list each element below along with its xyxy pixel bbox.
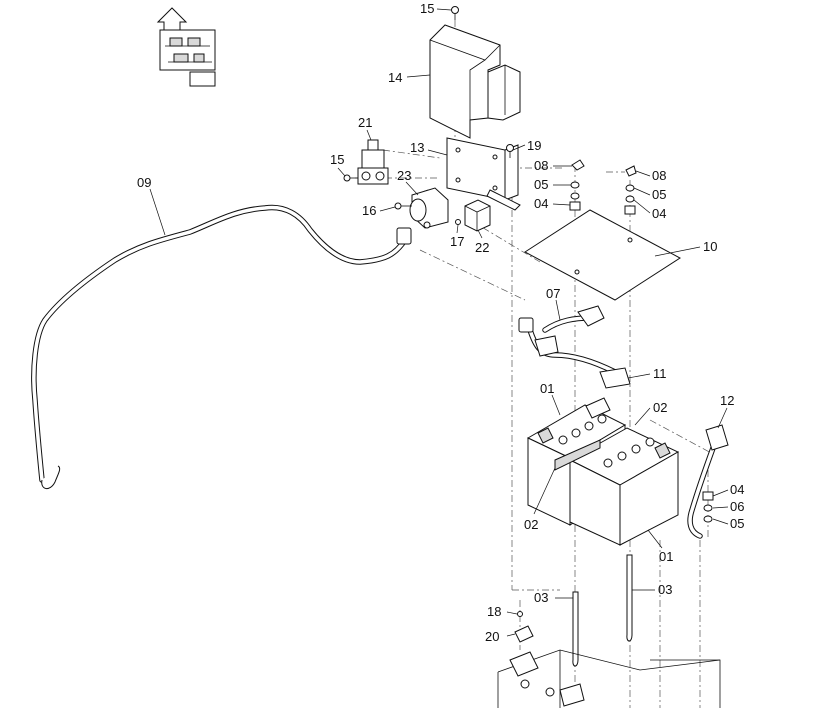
part-03-rod-right bbox=[626, 554, 633, 642]
label-20: 20 bbox=[485, 629, 499, 644]
label-05-upper-right: 05 bbox=[652, 187, 666, 202]
label-08-right: 08 bbox=[652, 168, 666, 183]
part-01-battery-right bbox=[568, 427, 680, 546]
part-callout-labels: 15 14 13 19 21 15 23 16 17 22 09 08 05 0… bbox=[137, 1, 744, 644]
label-18: 18 bbox=[487, 604, 501, 619]
label-04-upper-right: 04 bbox=[652, 206, 666, 221]
label-11: 11 bbox=[653, 366, 667, 381]
part-21-relay bbox=[357, 139, 389, 185]
label-04-lower: 04 bbox=[730, 482, 744, 497]
label-06: 06 bbox=[730, 499, 744, 514]
label-05-lower: 05 bbox=[730, 516, 744, 531]
label-03-right: 03 bbox=[658, 582, 672, 597]
part-09-harness bbox=[31, 204, 412, 489]
fastener-stack-left bbox=[569, 159, 585, 211]
label-13: 13 bbox=[410, 140, 424, 155]
label-09: 09 bbox=[137, 175, 151, 190]
label-04-upper-left: 04 bbox=[534, 196, 548, 211]
part-18-screw bbox=[517, 611, 523, 617]
label-15-left: 15 bbox=[330, 152, 344, 167]
fastener-stack-lower bbox=[702, 491, 714, 523]
screw-15-top bbox=[451, 6, 459, 20]
label-19: 19 bbox=[527, 138, 541, 153]
label-01-bottom: 01 bbox=[659, 549, 673, 564]
screw-19 bbox=[506, 144, 514, 158]
part-03-rod-left bbox=[572, 591, 579, 667]
part-20-clip bbox=[514, 625, 534, 643]
label-02-left: 02 bbox=[524, 517, 538, 532]
label-17: 17 bbox=[450, 234, 464, 249]
label-21: 21 bbox=[358, 115, 372, 130]
label-05-upper-left: 05 bbox=[534, 177, 548, 192]
part-10-cover-plate bbox=[524, 209, 681, 301]
label-02-right: 02 bbox=[653, 400, 667, 415]
part-12-cable bbox=[687, 424, 729, 539]
screw-15-left bbox=[343, 174, 358, 182]
label-14: 14 bbox=[388, 70, 402, 85]
label-03-left: 03 bbox=[534, 590, 548, 605]
part-14-cover bbox=[429, 24, 521, 139]
label-10: 10 bbox=[703, 239, 717, 254]
label-23: 23 bbox=[397, 168, 411, 183]
part-02-bracket bbox=[554, 397, 611, 471]
part-23-solenoid bbox=[409, 187, 449, 229]
screw-17 bbox=[455, 219, 461, 225]
part-13-bracket bbox=[446, 137, 521, 211]
orientation-thumbnail-icon bbox=[156, 7, 216, 87]
label-01-top: 01 bbox=[540, 381, 554, 396]
label-12: 12 bbox=[720, 393, 734, 408]
label-07: 07 bbox=[546, 286, 560, 301]
label-08-left: 08 bbox=[534, 158, 548, 173]
part-22-relay-block bbox=[464, 199, 491, 232]
label-22: 22 bbox=[475, 240, 489, 255]
part-11-harness bbox=[518, 305, 631, 389]
leader-lines bbox=[149, 8, 729, 637]
label-15-top: 15 bbox=[420, 1, 434, 16]
label-16: 16 bbox=[362, 203, 376, 218]
battery-tray bbox=[497, 649, 721, 708]
fastener-stack-right bbox=[624, 165, 637, 215]
screw-16 bbox=[394, 202, 412, 210]
